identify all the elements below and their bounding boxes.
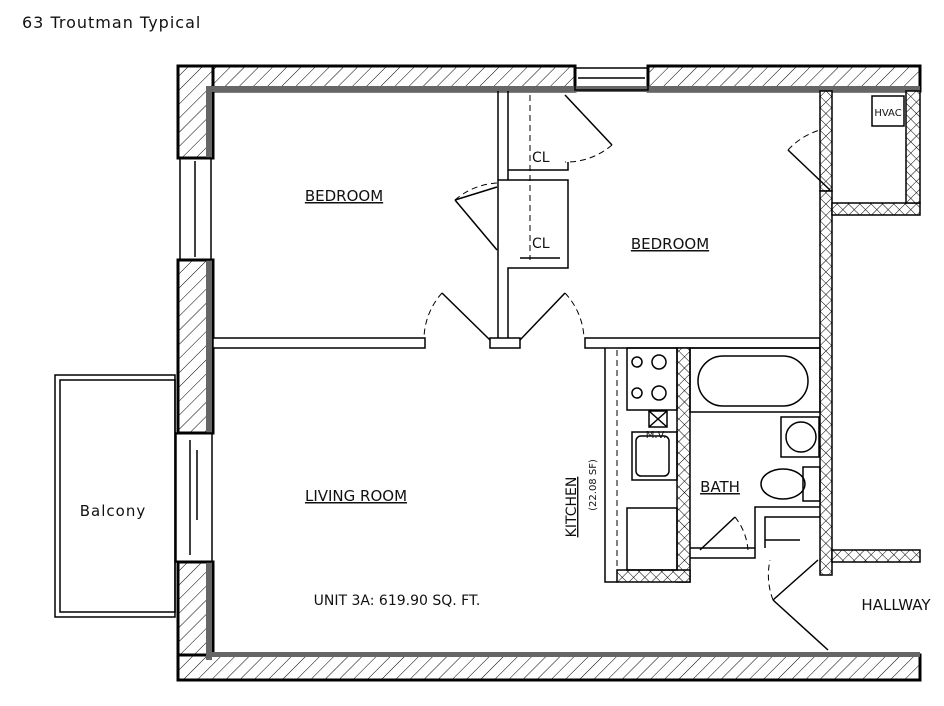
label-microwave: M.V. bbox=[646, 430, 667, 441]
label-bedroom-left: BEDROOM bbox=[305, 187, 383, 205]
doors bbox=[423, 94, 831, 651]
label-kitchen: KITCHEN bbox=[564, 477, 580, 538]
label-kitchen-area: (22.08 SF) bbox=[588, 459, 599, 511]
label-bedroom-right: BEDROOM bbox=[631, 235, 709, 253]
label-bath: BATH bbox=[700, 478, 740, 496]
label-hvac: HVAC bbox=[874, 108, 901, 119]
plan-title: 63 Troutman Typical bbox=[22, 13, 202, 32]
label-living-room: LIVING ROOM bbox=[305, 487, 407, 505]
room-labels: BEDROOM CL CL BEDROOM HVAC LIVING ROOM U… bbox=[80, 108, 932, 614]
label-balcony: Balcony bbox=[80, 502, 146, 520]
windows bbox=[175, 67, 649, 563]
balcony bbox=[54, 374, 176, 618]
interior-walls bbox=[212, 90, 921, 583]
label-closet-2: CL bbox=[532, 236, 550, 252]
label-closet-1: CL bbox=[532, 150, 550, 166]
label-hallway: HALLWAY bbox=[861, 596, 931, 614]
label-unit-area: UNIT 3A: 619.90 SQ. FT. bbox=[314, 593, 481, 609]
